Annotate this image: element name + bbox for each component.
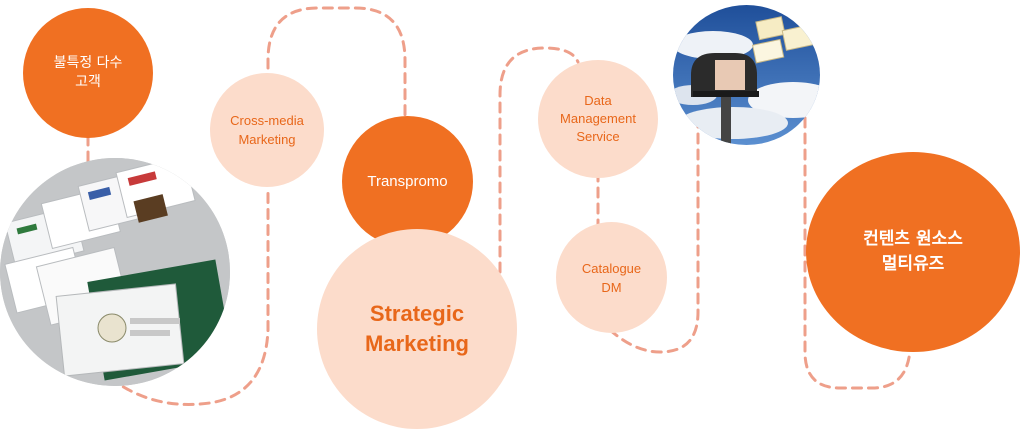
node-transpromo: Transpromo [342, 116, 473, 247]
node-strategic-marketing: Strategic Marketing [317, 229, 517, 429]
mailbox-photo-icon [673, 5, 820, 145]
envelopes-photo-art [0, 158, 230, 386]
node-strategic-label: Strategic Marketing [365, 301, 469, 356]
mailbox-photo-art [673, 5, 820, 145]
node-cross-media-label: Cross-media Marketing [230, 113, 304, 147]
node-catalogue-label: Catalogue DM [581, 260, 642, 295]
node-unspecified-customers-label: 불특정 다수 고객 [53, 55, 123, 90]
node-catalogue-dm: Catalogue DM [556, 222, 667, 333]
node-cross-media-marketing: Cross-media Marketing [210, 73, 324, 187]
node-one-source-multi-use: 컨텐츠 원소스 멀티유즈 [806, 152, 1020, 352]
node-data-management-service: Data Management Service [538, 60, 658, 178]
envelopes-photo-icon [0, 158, 230, 386]
node-transpromo-label: Transpromo [367, 173, 448, 190]
node-multi-use-label: 컨텐츠 원소스 멀티유즈 [863, 229, 963, 274]
node-unspecified-customers: 불특정 다수 고객 [23, 8, 153, 138]
node-data-management-label: Data Management Service [560, 93, 636, 144]
